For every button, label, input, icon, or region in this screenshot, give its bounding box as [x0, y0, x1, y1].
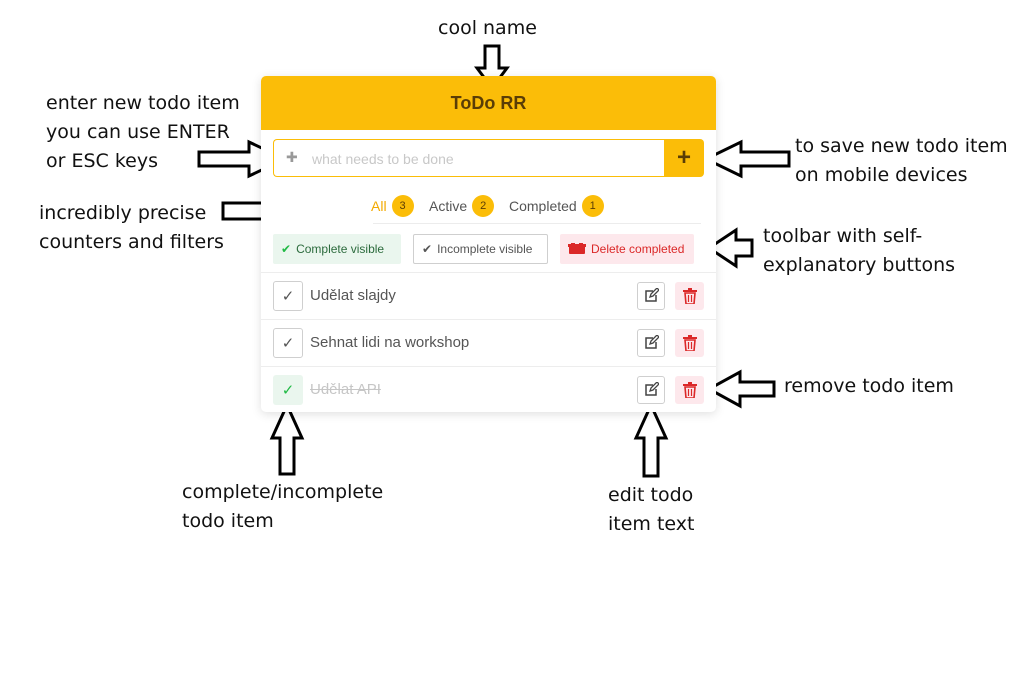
arrow-left-icon [702, 139, 791, 179]
app-header: ToDo RR [261, 76, 716, 130]
delete-todo-button[interactable] [675, 329, 704, 357]
filter-completed[interactable]: Completed 1 [509, 193, 604, 219]
toggle-complete-button[interactable]: ✓ [273, 328, 303, 358]
annotation-cool-name: cool name [438, 14, 537, 43]
annotation-line: edit todo [608, 484, 694, 506]
add-todo-button[interactable]: + [664, 139, 704, 177]
new-todo-field: ✚ [273, 139, 664, 178]
arrow-up-icon [269, 401, 305, 476]
annotation-line: incredibly precise [39, 202, 207, 224]
dumpster-icon [568, 243, 586, 254]
annotation-line: on mobile devices [795, 164, 968, 186]
annotation-counters: incredibly precise counters and filters [39, 199, 224, 257]
plus-icon: ✚ [286, 149, 298, 165]
divider [261, 272, 716, 273]
annotation-line: item text [608, 513, 695, 535]
delete-completed-button[interactable]: Delete completed [560, 234, 694, 264]
edit-icon [645, 335, 659, 349]
filter-all[interactable]: All 3 [371, 193, 414, 219]
filter-label: All [371, 198, 387, 214]
todo-text: Udělat slajdy [310, 287, 396, 304]
todo-item: ✓ Sehnat lidi na workshop [273, 328, 704, 360]
divider [261, 366, 716, 367]
todo-text: Sehnat lidi na workshop [310, 334, 470, 351]
annotation-line: or ESC keys [46, 150, 159, 172]
filter-label: Completed [509, 198, 577, 214]
arrow-left-icon [705, 369, 776, 409]
edit-todo-button[interactable] [637, 376, 665, 404]
filter-label: Active [429, 198, 468, 214]
annotation-line: complete/incomplete [182, 481, 384, 503]
annotation-line: toolbar with self- [763, 225, 923, 247]
double-check-icon: ✔ [281, 242, 292, 256]
edit-icon [645, 288, 659, 302]
trash-icon [682, 335, 697, 351]
edit-icon [645, 382, 659, 396]
button-label: Delete completed [591, 242, 685, 256]
todo-app: ToDo RR ✚ + All 3 Active 2 Completed 1 ✔… [261, 76, 716, 412]
toggle-complete-button[interactable]: ✓ [273, 375, 303, 405]
annotation-save-mobile: to save new todo item on mobile devices [795, 132, 1008, 190]
annotation-line: you can use ENTER [46, 121, 230, 143]
annotation-edit: edit todo item text [608, 481, 694, 539]
toggle-complete-button[interactable]: ✓ [273, 281, 303, 311]
delete-todo-button[interactable] [675, 282, 704, 310]
check-icon: ✓ [281, 381, 295, 399]
trash-icon [682, 382, 697, 398]
check-icon: ✓ [281, 288, 295, 305]
filter-active[interactable]: Active 2 [429, 193, 495, 219]
toolbar: ✔ Complete visible ✔ Incomplete visible … [273, 234, 704, 264]
delete-todo-button[interactable] [675, 376, 704, 404]
todo-item: ✓ Udělat API [273, 375, 704, 407]
annotation-line: cool name [438, 17, 537, 39]
app-title: ToDo RR [450, 92, 527, 113]
button-label: Complete visible [296, 242, 385, 256]
annotation-line: enter new todo item [46, 92, 240, 114]
arrow-left-icon [706, 227, 754, 269]
edit-todo-button[interactable] [637, 282, 665, 310]
count-badge: 1 [581, 195, 604, 217]
divider [261, 319, 716, 320]
annotation-remove: remove todo item [784, 372, 954, 401]
filter-bar: All 3 Active 2 Completed 1 [261, 193, 716, 224]
new-todo-input[interactable] [310, 140, 654, 178]
todo-item: ✓ Udělat slajdy [273, 281, 704, 313]
incomplete-visible-button[interactable]: ✔ Incomplete visible [413, 234, 548, 264]
edit-todo-button[interactable] [637, 329, 665, 357]
double-check-icon: ✔ [422, 242, 433, 256]
filter-divider [373, 223, 701, 224]
annotation-line: todo item [182, 510, 274, 532]
annotation-enter-new: enter new todo item you can use ENTER or… [46, 89, 240, 176]
todo-text: Udělat API [310, 381, 381, 398]
count-badge: 3 [391, 195, 414, 217]
annotation-complete: complete/incomplete todo item [182, 478, 383, 536]
annotation-line: remove todo item [784, 375, 954, 397]
count-badge: 2 [472, 195, 495, 217]
trash-icon [682, 288, 697, 304]
annotation-line: counters and filters [39, 231, 224, 253]
button-label: Incomplete visible [437, 242, 533, 256]
arrow-up-icon [633, 401, 669, 478]
new-todo-row: ✚ + [273, 139, 704, 178]
annotation-line: to save new todo item [795, 135, 1008, 157]
complete-visible-button[interactable]: ✔ Complete visible [273, 234, 401, 264]
annotation-toolbar: toolbar with self- explanatory buttons [763, 222, 955, 280]
check-icon: ✓ [281, 335, 295, 352]
annotation-line: explanatory buttons [763, 254, 956, 276]
